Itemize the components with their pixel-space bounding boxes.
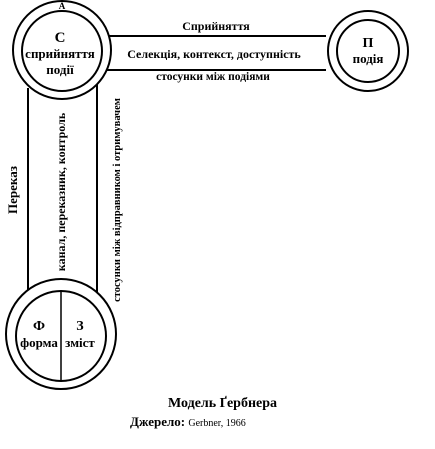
horizontal-label-selection: Селекція, контекст, доступність: [127, 47, 301, 61]
perception-label-line1: сприйняття: [25, 46, 95, 61]
content-letter: З: [76, 319, 83, 334]
source-reference: Gerbner, 1966: [188, 418, 246, 429]
horizontal-label-perception: Сприйняття: [182, 19, 250, 33]
source-label: Джерело:: [130, 414, 186, 429]
vertical-label-sender-receiver: стосунки між відправником і отримувачем: [112, 98, 123, 302]
form-label: форма: [20, 335, 58, 350]
horizontal-label-event-relations: стосунки між подіями: [156, 71, 270, 83]
node-form-content: Ф форма З зміст: [5, 278, 117, 390]
diagram-caption-source: Джерело: Gerbner, 1966: [130, 414, 246, 430]
event-inner-circle: [336, 19, 400, 83]
event-label: подія: [353, 51, 384, 66]
perception-label-line2: події: [46, 62, 74, 77]
perception-corner-letter: A: [59, 1, 66, 11]
vertical-label-channel: канал, переказник, контроль: [54, 112, 68, 271]
content-label: зміст: [65, 335, 95, 350]
diagram-caption-title: Модель Ґербнера: [167, 396, 278, 411]
event-letter: П: [363, 36, 374, 51]
node-event: П подія: [327, 10, 409, 92]
perception-letter: С: [55, 30, 66, 46]
form-letter: Ф: [33, 319, 45, 334]
node-perception-of-event: A С сприйняття події: [12, 0, 112, 100]
vertical-label-retelling: Переказ: [5, 166, 20, 214]
channel-outlines: [27, 35, 326, 303]
perception-inner-circle: [21, 10, 103, 92]
